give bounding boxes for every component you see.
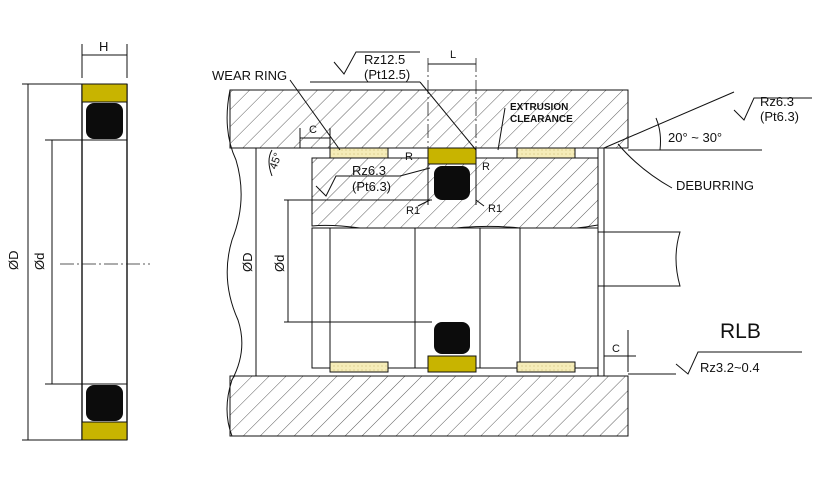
assembly-section: C L ØD Ød C 45° R R R1 R1 Rz6.3 (Pt6.3) (212, 49, 812, 437)
seal-cap-groove-top (427, 147, 477, 165)
model-label: RLB (720, 320, 761, 343)
id-label-mid: Ød (272, 255, 287, 272)
piston-rod (598, 231, 681, 287)
rz125-label: Rz12.5 (364, 52, 405, 67)
rubber-energizer-top (86, 103, 123, 139)
c-label-top: C (309, 124, 317, 136)
seal-cap-bottom (81, 421, 128, 441)
rz63-mid-label: Rz6.3 (352, 163, 386, 178)
wear-ring-bottom-left (329, 361, 389, 373)
r1-label-left: R1 (406, 205, 420, 217)
pt125-label: (Pt12.5) (364, 67, 410, 82)
wear-ring-top-left (329, 147, 389, 159)
wear-ring-label: WEAR RING (212, 68, 287, 83)
deburring-label: DEBURRING (676, 178, 754, 193)
angle-range-label: 20° ~ 30° (668, 130, 722, 145)
seal-front-view: H ØD Ød (6, 39, 150, 441)
rubber-energizer-groove-bottom (434, 322, 470, 354)
rz63-right-label: Rz6.3 (760, 94, 794, 109)
deg45-label: 45° (268, 151, 285, 171)
c-label-bottom: C (612, 343, 620, 355)
h-dimension-label: H (99, 39, 108, 54)
od-label-mid: ØD (240, 253, 255, 273)
cylinder-wall-bottom (229, 375, 629, 437)
rubber-energizer-bottom (86, 385, 123, 421)
pt63-mid-label: (Pt6.3) (352, 179, 391, 194)
wear-ring-bottom-right (516, 361, 576, 373)
wear-ring-top-right (516, 147, 576, 159)
seal-cap-groove-bottom (427, 355, 477, 373)
l-dimension-label: L (450, 49, 456, 61)
extrusion-label-line2: CLEARANCE (510, 114, 573, 125)
rubber-energizer-groove-top (434, 166, 470, 200)
seal-cap-top (81, 83, 128, 103)
id-label-left: Ød (32, 253, 47, 270)
r-label-right: R (482, 161, 490, 173)
r-label-left: R (405, 151, 413, 163)
extrusion-label-line1: EXTRUSION (510, 102, 568, 113)
od-label-left: ØD (6, 251, 21, 271)
r1-label-right: R1 (488, 203, 502, 215)
pt63-right-label: (Pt6.3) (760, 109, 799, 124)
rz-range-label: Rz3.2~0.4 (700, 360, 760, 375)
